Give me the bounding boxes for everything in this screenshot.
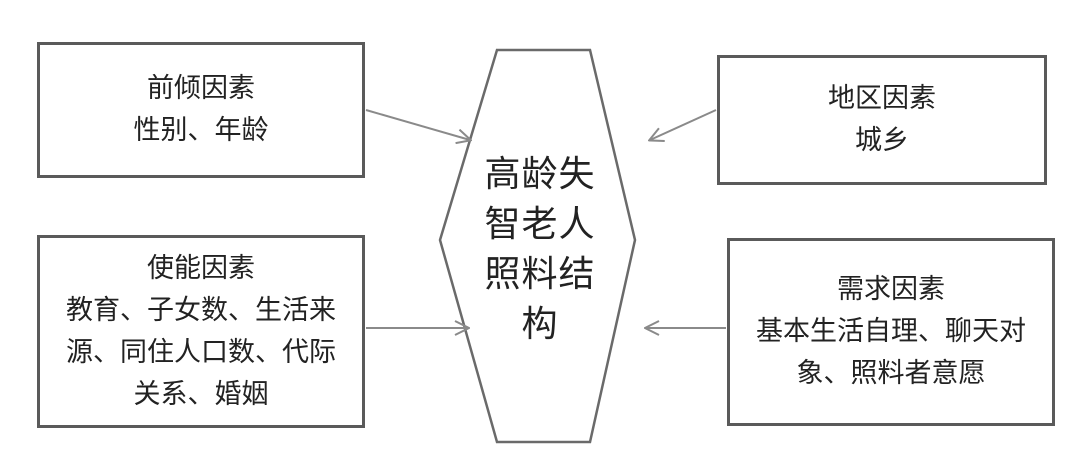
center-line: 照料结 xyxy=(484,254,596,295)
box-need-factors: 需求因素 基本生活自理、聊天对 象、照料者意愿 xyxy=(727,238,1055,426)
center-line: 高龄失 xyxy=(484,154,596,195)
box-line: 象、照料者意愿 xyxy=(796,358,986,389)
center-hexagon xyxy=(438,48,637,444)
box-line: 基本生活自理、聊天对 xyxy=(756,316,1026,347)
box-title: 地区因素 xyxy=(828,83,936,114)
box-title: 使能因素 xyxy=(147,252,255,284)
box-line: 性别、年龄 xyxy=(133,115,269,146)
box-line: 城乡 xyxy=(855,125,909,156)
box-title: 前倾因素 xyxy=(147,73,255,104)
center-label: 高龄失 智老人 照料结 构 xyxy=(475,150,605,350)
box-title: 需求因素 xyxy=(837,274,945,305)
box-enabling-factors: 使能因素 教育、子女数、生活来 源、同住人口数、代际 关系、婚姻 xyxy=(37,235,365,428)
box-line: 源、同住人口数、代际 xyxy=(66,336,336,368)
center-line: 构 xyxy=(521,304,559,345)
center-line: 智老人 xyxy=(484,204,596,245)
box-predisposing-factors: 前倾因素 性别、年龄 xyxy=(37,42,365,178)
box-line: 教育、子女数、生活来 xyxy=(66,294,336,326)
arrow-predisposing xyxy=(365,109,470,140)
arrow-region xyxy=(650,109,717,140)
box-line: 关系、婚姻 xyxy=(133,378,269,410)
box-region-factors: 地区因素 城乡 xyxy=(717,55,1047,185)
